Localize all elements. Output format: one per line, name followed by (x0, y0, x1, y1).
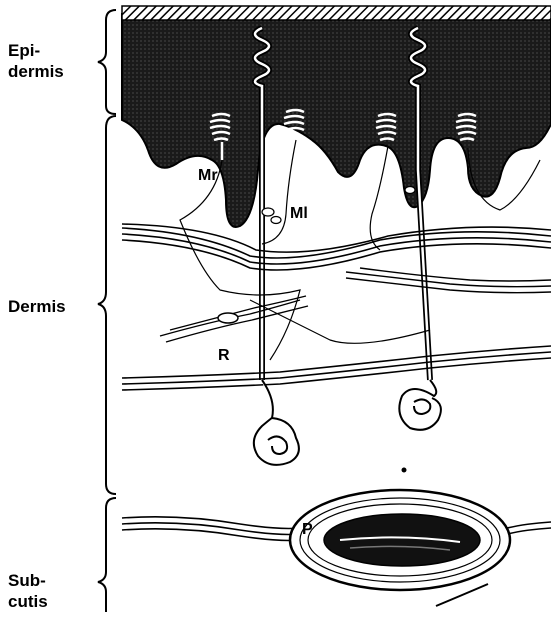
epidermis-brace (98, 10, 116, 114)
pacinian-corpuscle (290, 490, 510, 590)
dermis-brace (98, 116, 116, 494)
dermal-fiber-bundle-lower (122, 346, 551, 390)
specimen-dot (402, 468, 407, 473)
merkel-label: Ml (290, 205, 308, 222)
subcutis-brace (98, 498, 116, 612)
dermal-fiber-bundle-mid (346, 268, 551, 293)
dermal-fiber-bundle-upper (122, 224, 551, 270)
meissner-label: Mr (198, 167, 218, 184)
coiled-ending-left (254, 380, 299, 465)
coiled-ending-right (399, 380, 441, 430)
ruffini-ending (218, 313, 238, 323)
ruffini-label: R (218, 347, 230, 364)
pacini-label: P (302, 521, 313, 538)
epidermis-layer (122, 6, 551, 227)
merkel-disks (262, 187, 415, 224)
